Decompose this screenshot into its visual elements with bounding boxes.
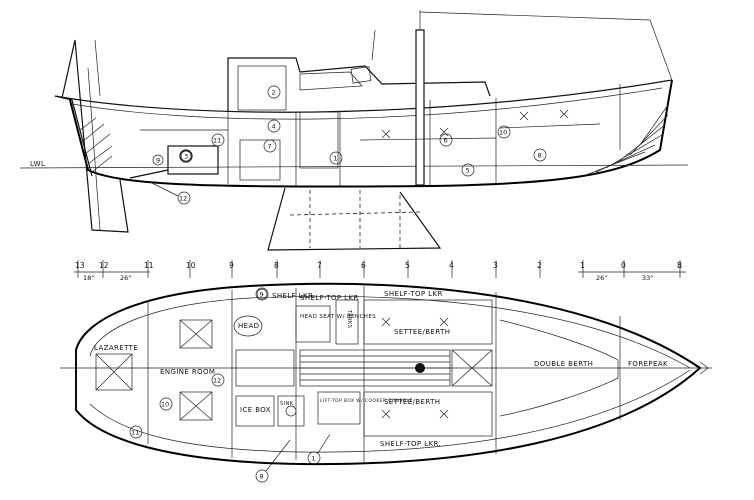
- dimension-33in: 33": [642, 274, 653, 282]
- plan-callout-1: 1: [307, 433, 331, 465]
- interior-bulkheads: [140, 84, 621, 186]
- keel: [267, 187, 442, 251]
- waterline: [19, 164, 689, 169]
- station-10: 10: [186, 261, 196, 270]
- svg-text:1: 1: [334, 155, 338, 163]
- svg-text:8: 8: [538, 152, 542, 160]
- station-marks: [74, 260, 686, 278]
- label-sink: SINK: [280, 401, 294, 407]
- svg-text:5: 5: [466, 167, 470, 175]
- svg-text:11: 11: [213, 137, 221, 145]
- deckhouse: [227, 57, 491, 112]
- profile-callout-11: 11: [211, 133, 225, 147]
- plan-callout-12: 12: [211, 373, 225, 387]
- svg-text:7: 7: [268, 143, 272, 151]
- plan-callout-9: 9: [256, 288, 268, 300]
- profile-callout-2: 2: [267, 85, 281, 99]
- profile-callout-4: 4: [267, 119, 281, 133]
- engine: [129, 145, 219, 179]
- plan-callout-11: 11: [129, 425, 143, 439]
- station-7: 7: [317, 261, 322, 270]
- svg-text:8: 8: [260, 473, 264, 481]
- label-shelf-top-upper: SHELF-TOP LKR: [300, 294, 359, 302]
- station-5: 5: [405, 261, 410, 270]
- station-6: 6: [361, 261, 366, 270]
- station-11: 11: [144, 261, 154, 270]
- station-1: 1: [580, 261, 585, 270]
- svg-text:1: 1: [312, 455, 316, 463]
- label-settee-lower: SETTEE/BERTH: [384, 398, 440, 406]
- svg-text:12: 12: [179, 195, 187, 203]
- profile-callout-3: 3: [180, 150, 192, 162]
- label-chart-table: LIFT-TOP BOX W/ COOKER CONSOLE: [320, 398, 413, 404]
- label-settee-upper: SETTEE/BERTH: [394, 328, 450, 336]
- profile-callout-7: 7: [263, 139, 277, 153]
- svg-text:9: 9: [260, 291, 264, 299]
- profile-callout-8: 8: [533, 148, 547, 162]
- station-2: 2: [537, 261, 542, 270]
- profile-callout-10: 10: [497, 125, 511, 139]
- label-shelf-top-lower: SHELF-TOP LKR.: [380, 440, 441, 448]
- profile-view: LWL: [19, 10, 689, 251]
- station-4: 4: [449, 261, 454, 270]
- dimension-18in: 18": [83, 274, 94, 282]
- svg-text:11: 11: [131, 429, 139, 437]
- bow-hatching: [585, 104, 669, 176]
- profile-callout-1: 1: [329, 151, 343, 165]
- label-forepeak: FOREPEAK: [628, 360, 668, 368]
- label-lazarette: LAZARETTE: [94, 344, 138, 352]
- plan-view: 13 12 11 10 9 8 7 6 5 4 3 2 1 0 B 18" 26…: [60, 260, 712, 483]
- svg-text:9: 9: [156, 157, 160, 165]
- rudder: [61, 39, 129, 233]
- mast: [415, 29, 425, 186]
- label-double-berth: DOUBLE BERTH: [534, 360, 593, 368]
- berth-marks: [381, 109, 569, 139]
- svg-text:10: 10: [499, 129, 507, 137]
- station-8: 8: [274, 261, 279, 270]
- station-3: 3: [493, 261, 498, 270]
- dimension-26in-fwd: 26": [596, 274, 607, 282]
- svg-text:6: 6: [444, 137, 448, 145]
- hull-bottom: [69, 79, 673, 188]
- station-12: 12: [99, 261, 109, 270]
- waterline-label: LWL: [30, 160, 45, 168]
- label-tanks: TANKS: [346, 309, 352, 328]
- label-shelf-top-stern: SHELF-TOP LKR: [384, 290, 443, 298]
- svg-text:3: 3: [184, 153, 188, 161]
- svg-text:2: 2: [272, 89, 276, 97]
- sheer-line: [54, 79, 673, 113]
- profile-callout-6: 6: [439, 133, 453, 147]
- plan-callout-10: 10: [159, 397, 173, 411]
- profile-callout-12: 12: [149, 181, 191, 205]
- label-engine-room: ENGINE ROOM: [160, 368, 215, 376]
- plan-callout-8: 8: [255, 439, 291, 483]
- label-head: HEAD: [238, 322, 259, 330]
- station-9: 9: [229, 261, 234, 270]
- label-shelf-lkr: SHELF LKR.: [272, 292, 316, 300]
- label-ice-box: ICE BOX: [240, 406, 271, 414]
- profile-callout-5: 5: [461, 163, 475, 177]
- svg-text:12: 12: [213, 377, 221, 385]
- station-b: B: [677, 261, 682, 270]
- svg-text:4: 4: [272, 123, 276, 131]
- profile-callout-9: 9: [152, 154, 164, 166]
- station-13: 13: [75, 261, 85, 270]
- label-head-seat: HEAD SEAT W/ BENCHES: [300, 314, 376, 320]
- pilothouse-window: [237, 65, 287, 111]
- svg-text:10: 10: [161, 401, 169, 409]
- dimension-26in-aft: 26": [120, 274, 131, 282]
- station-0: 0: [621, 261, 626, 270]
